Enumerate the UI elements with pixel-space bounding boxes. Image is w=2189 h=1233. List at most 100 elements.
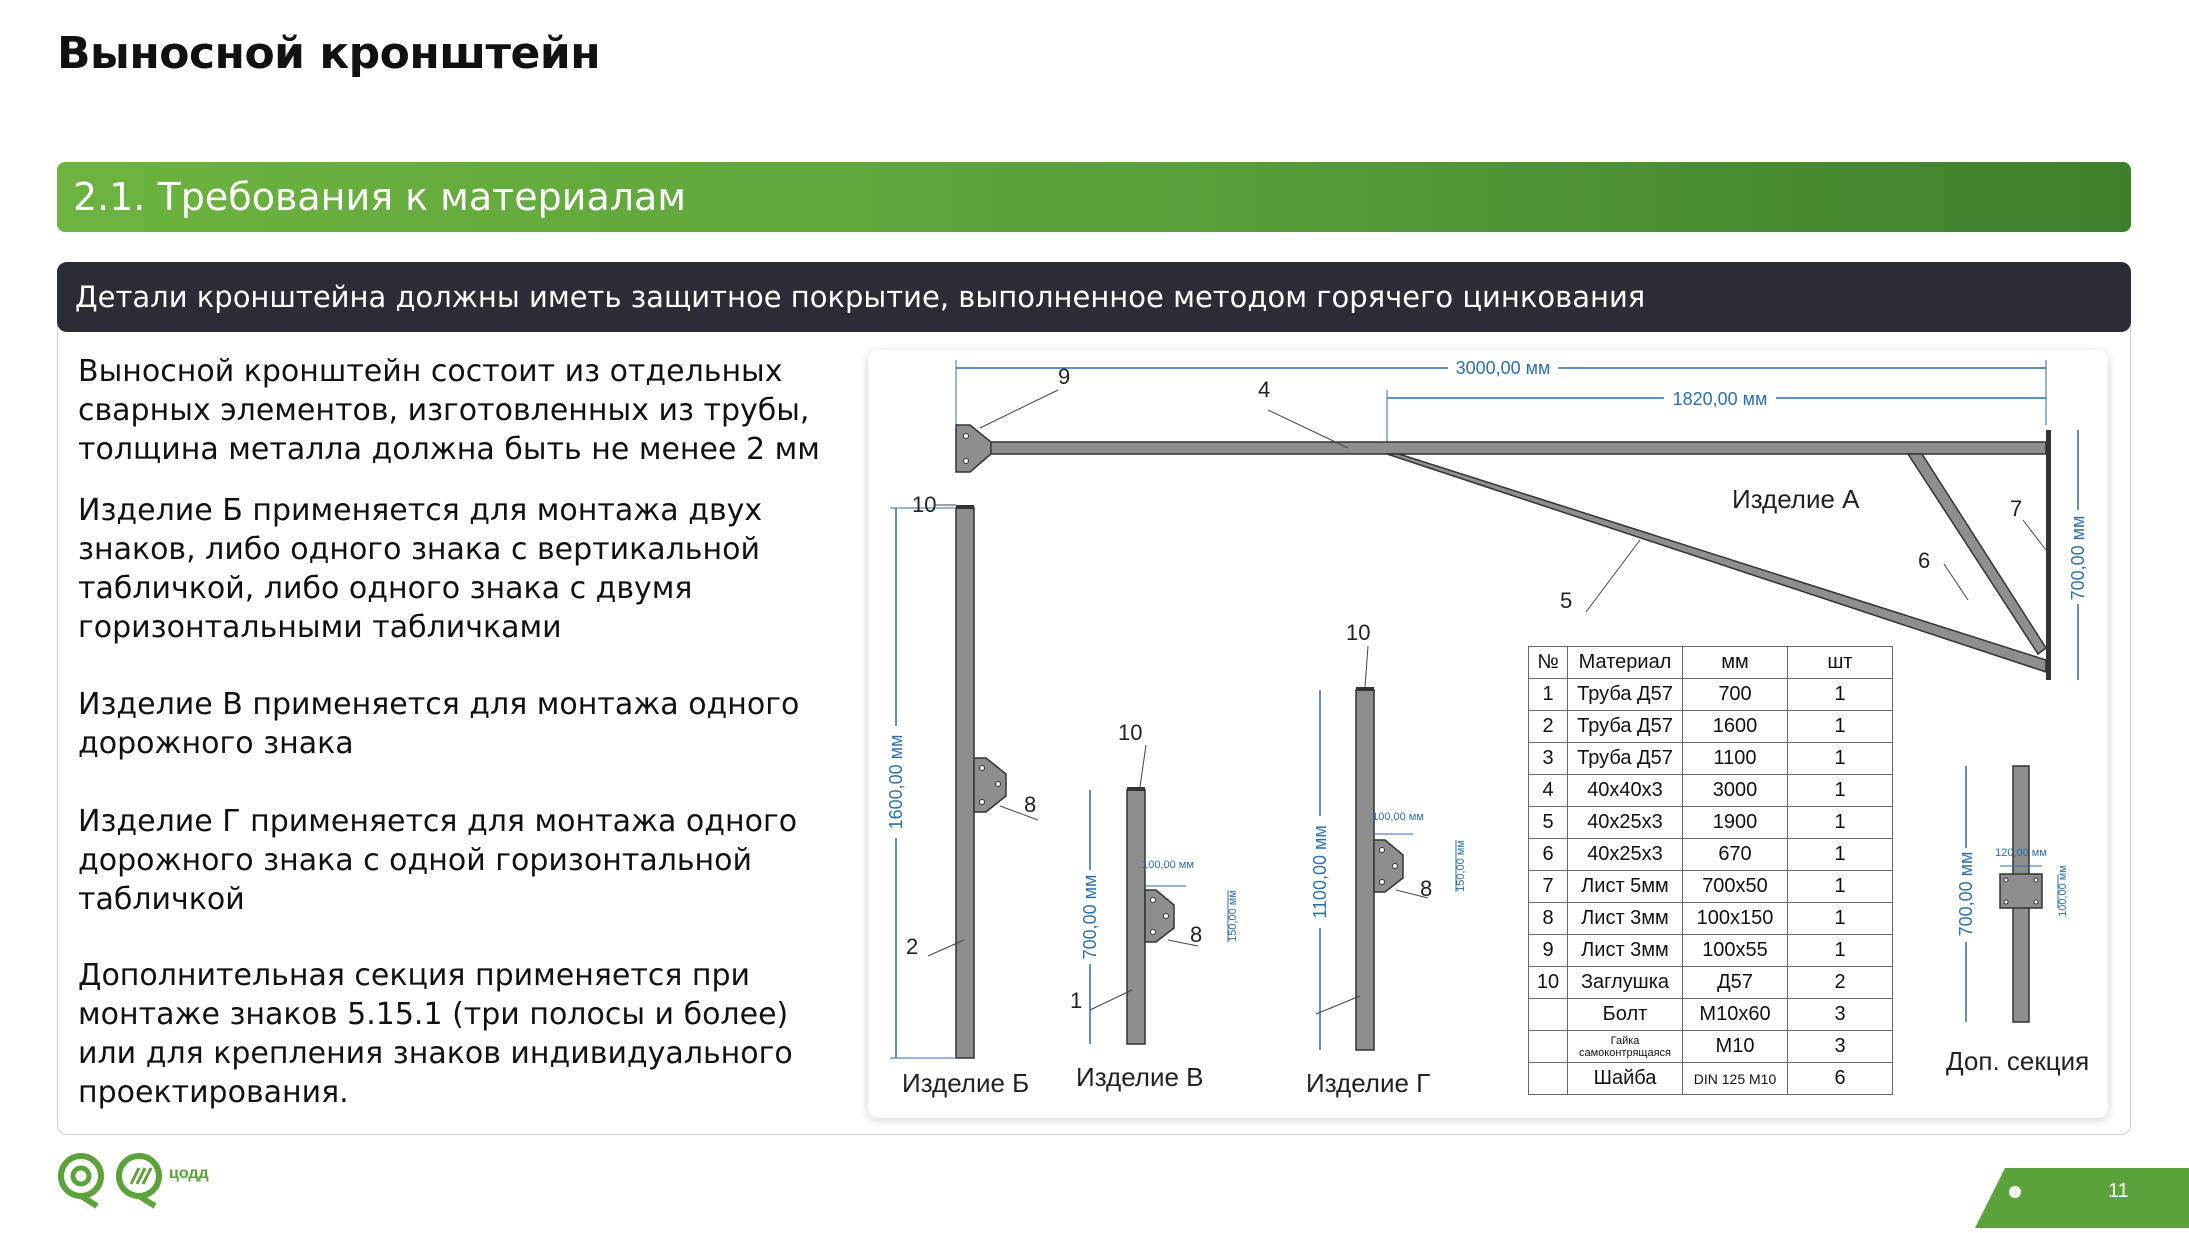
table-cell: 1 — [1787, 678, 1893, 711]
technical-drawing: 3000,00 мм 1820,00 мм 700,00 мм 9 — [868, 350, 2108, 1118]
table-cell: 5 — [1528, 806, 1568, 839]
callout-7: 7 — [2010, 496, 2022, 521]
table-cell: Гайка самоконтрящаяся — [1567, 1030, 1683, 1063]
table-cell: 1 — [1787, 870, 1893, 903]
table-header-cell: Материал — [1567, 646, 1683, 679]
table-cell — [1528, 1030, 1568, 1063]
table-cell — [1528, 1062, 1568, 1095]
section-header: 2.1. Требования к материалам — [57, 162, 2131, 232]
table-cell: 40х40х3 — [1567, 774, 1683, 807]
table-cell: 4 — [1528, 774, 1568, 807]
logo-text: цодд — [169, 1165, 209, 1182]
table-cell: 1 — [1787, 710, 1893, 743]
page-number: 11 — [2108, 1180, 2129, 1202]
drawing-svg: 3000,00 мм 1820,00 мм 700,00 мм 9 — [884, 356, 2090, 1098]
izdelie-b-label: Изделие Б — [902, 1068, 1029, 1098]
table-cell: 1100 — [1682, 742, 1788, 775]
table-cell: Заглушка — [1567, 966, 1683, 999]
page-number-tab — [1975, 1168, 2189, 1233]
table-cell: 100х55 — [1682, 934, 1788, 967]
izdelie-v-drawing: 700,00 мм 100,00 мм 150,00 мм 10 8 1 Изд… — [1070, 720, 1239, 1092]
table-cell: 10 — [1528, 966, 1568, 999]
table-cell: М10х60 — [1682, 998, 1788, 1031]
logo-pin-icon — [58, 1153, 104, 1209]
izdelie-a-label: Изделие А — [1732, 484, 1860, 514]
dim-a-brace: 1820,00 мм — [1673, 389, 1768, 409]
table-cell: Лист 3мм — [1567, 934, 1683, 967]
callout-1: 1 — [1070, 988, 1082, 1013]
dim-d-plate-h: 100,00 мм — [2057, 865, 2069, 917]
table-header-cell: № — [1528, 646, 1568, 679]
table-cell: 9 — [1528, 934, 1568, 967]
dim-v-plate-h: 150,00 мм — [1227, 890, 1239, 942]
table-cell: 2 — [1787, 966, 1893, 999]
callout-10-g: 10 — [1346, 620, 1370, 645]
table-cell: 8 — [1528, 902, 1568, 935]
dim-g-plate-h: 150,00 мм — [1455, 840, 1467, 892]
table-cell: 1 — [1787, 934, 1893, 967]
izdelie-g-label: Изделие Г — [1306, 1068, 1430, 1098]
callout-8-g: 8 — [1420, 876, 1432, 901]
izdelie-a-drawing: 3000,00 мм 1820,00 мм 700,00 мм 9 — [955, 356, 2090, 680]
table-cell: М10 — [1682, 1030, 1788, 1063]
table-cell: 6 — [1787, 1062, 1893, 1095]
table-cell: 700 — [1682, 678, 1788, 711]
callout-10-v: 10 — [1118, 720, 1142, 745]
callout-8-v: 8 — [1190, 922, 1202, 947]
table-cell: 40х25х3 — [1567, 838, 1683, 871]
table-cell: 1 — [1787, 838, 1893, 871]
table-cell: Труба Д57 — [1567, 742, 1683, 775]
table-cell: 1 — [1787, 742, 1893, 775]
table-cell: 6 — [1528, 838, 1568, 871]
dim-d-plate-w: 120,00 мм — [1995, 847, 2047, 859]
table-cell: Лист 5мм — [1567, 870, 1683, 903]
page-dot-icon — [2009, 1186, 2021, 1198]
dim-v-height: 700,00 мм — [1080, 875, 1100, 960]
table-cell: Шайба — [1567, 1062, 1683, 1095]
table-cell: DIN 125 M10 — [1682, 1062, 1788, 1095]
page-title: Выносной кронштейн — [57, 28, 601, 79]
table-cell: 700х50 — [1682, 870, 1788, 903]
izdelie-v-label: Изделие В — [1076, 1062, 1204, 1092]
callout-5: 5 — [1560, 588, 1572, 613]
logo-road-icon — [116, 1153, 162, 1209]
table-cell: 1600 — [1682, 710, 1788, 743]
callout-4: 4 — [1258, 377, 1270, 402]
table-cell: Лист 3мм — [1567, 902, 1683, 935]
table-cell: 1 — [1787, 774, 1893, 807]
table-cell: 40х25х3 — [1567, 806, 1683, 839]
table-cell: 7 — [1528, 870, 1568, 903]
table-cell: 670 — [1682, 838, 1788, 871]
callout-2: 2 — [906, 934, 918, 959]
dim-g-plate-w: 100,00 мм — [1372, 811, 1424, 823]
paragraph-dop-sekciya: Дополнительная секция применяется при мо… — [78, 958, 793, 1110]
table-cell: Труба Д57 — [1567, 710, 1683, 743]
table-header-cell: мм — [1682, 646, 1788, 679]
table-header-row: № Материал мм шт — [1528, 646, 1893, 679]
table-cell: 3 — [1787, 998, 1893, 1031]
table-cell: 2 — [1528, 710, 1568, 743]
dim-d-height: 700,00 мм — [1956, 852, 1976, 937]
paragraph-izdelie-v: Изделие В применяется для монтажа одного… — [78, 687, 800, 761]
table-cell: 3 — [1787, 1030, 1893, 1063]
table-cell: 100х150 — [1682, 902, 1788, 935]
table-cell: Д57 — [1682, 966, 1788, 999]
footer-logo: цодд — [57, 1150, 257, 1215]
table-cell: 1900 — [1682, 806, 1788, 839]
table-cell: Болт — [1567, 998, 1683, 1031]
paragraph-izdelie-g: Изделие Г применяется для монтажа одного… — [78, 804, 798, 917]
